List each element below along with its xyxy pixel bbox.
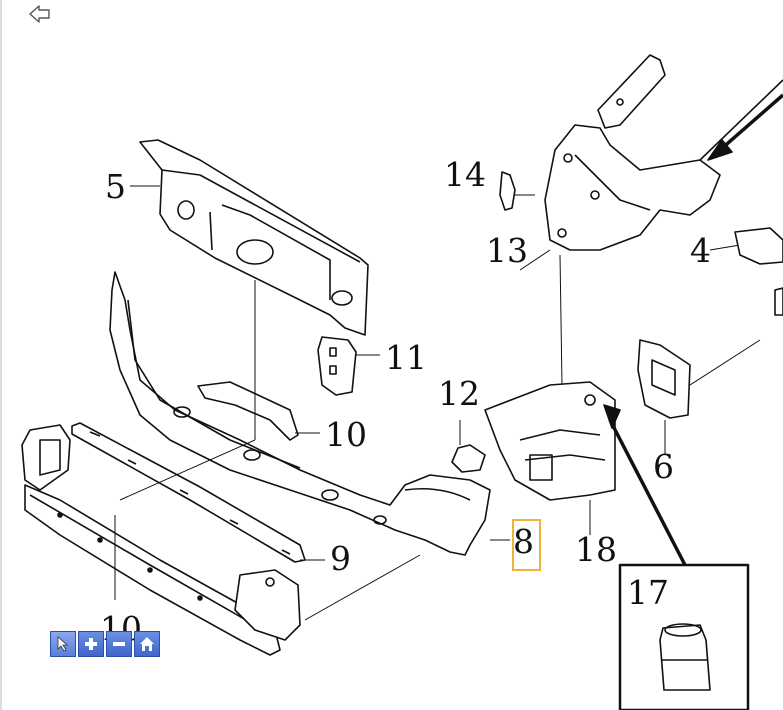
zoom-in-button[interactable]: [78, 631, 104, 657]
part-18-arch-panel: [484, 381, 616, 501]
callout-12[interactable]: 12: [438, 374, 480, 413]
callout-4[interactable]: 4: [690, 231, 711, 270]
arrowhead-upper: [707, 139, 733, 161]
home-button[interactable]: [134, 631, 160, 657]
callout-18[interactable]: 18: [575, 530, 617, 569]
callout-8[interactable]: 8: [513, 522, 534, 561]
zoom-out-button[interactable]: [106, 631, 132, 657]
part-12-bracket: [451, 444, 486, 473]
arrowhead-17: [603, 404, 621, 429]
left-divider: [0, 0, 2, 710]
back-arrow-icon[interactable]: [28, 4, 52, 24]
home-icon: [140, 637, 154, 651]
callout-13[interactable]: 13: [486, 231, 528, 270]
callout-9[interactable]: 9: [330, 539, 351, 578]
part-5-upper-panel: [139, 139, 369, 336]
cursor-icon[interactable]: [50, 631, 76, 657]
part-14-clip: [499, 171, 516, 211]
leader-lines: [114, 185, 761, 621]
minus-icon: [113, 642, 125, 646]
part-4-bracket: [734, 227, 783, 316]
zoom-toolbar: [50, 631, 160, 657]
pointer-arrow-upper: [718, 93, 783, 152]
part-6-plate: [637, 339, 691, 419]
part-10-bumper-beam: [21, 424, 301, 656]
callout-6[interactable]: 6: [653, 447, 674, 486]
callout-10-upper[interactable]: 10: [325, 415, 367, 454]
part-8-lower-panel: [109, 271, 491, 556]
highlighted-callout-frame[interactable]: [512, 519, 541, 571]
callout-14[interactable]: 14: [444, 155, 486, 194]
detail-inset-17: [618, 563, 750, 710]
callout-11[interactable]: 11: [385, 338, 427, 377]
part-10-reinforcement: [197, 381, 299, 441]
callout-5[interactable]: 5: [105, 167, 126, 206]
pointer-arrow-17: [608, 419, 687, 566]
part-13-pillar: [544, 54, 783, 251]
part-11-bracket: [317, 336, 357, 396]
callout-17[interactable]: 17: [627, 573, 669, 612]
plus-icon: [85, 638, 97, 650]
